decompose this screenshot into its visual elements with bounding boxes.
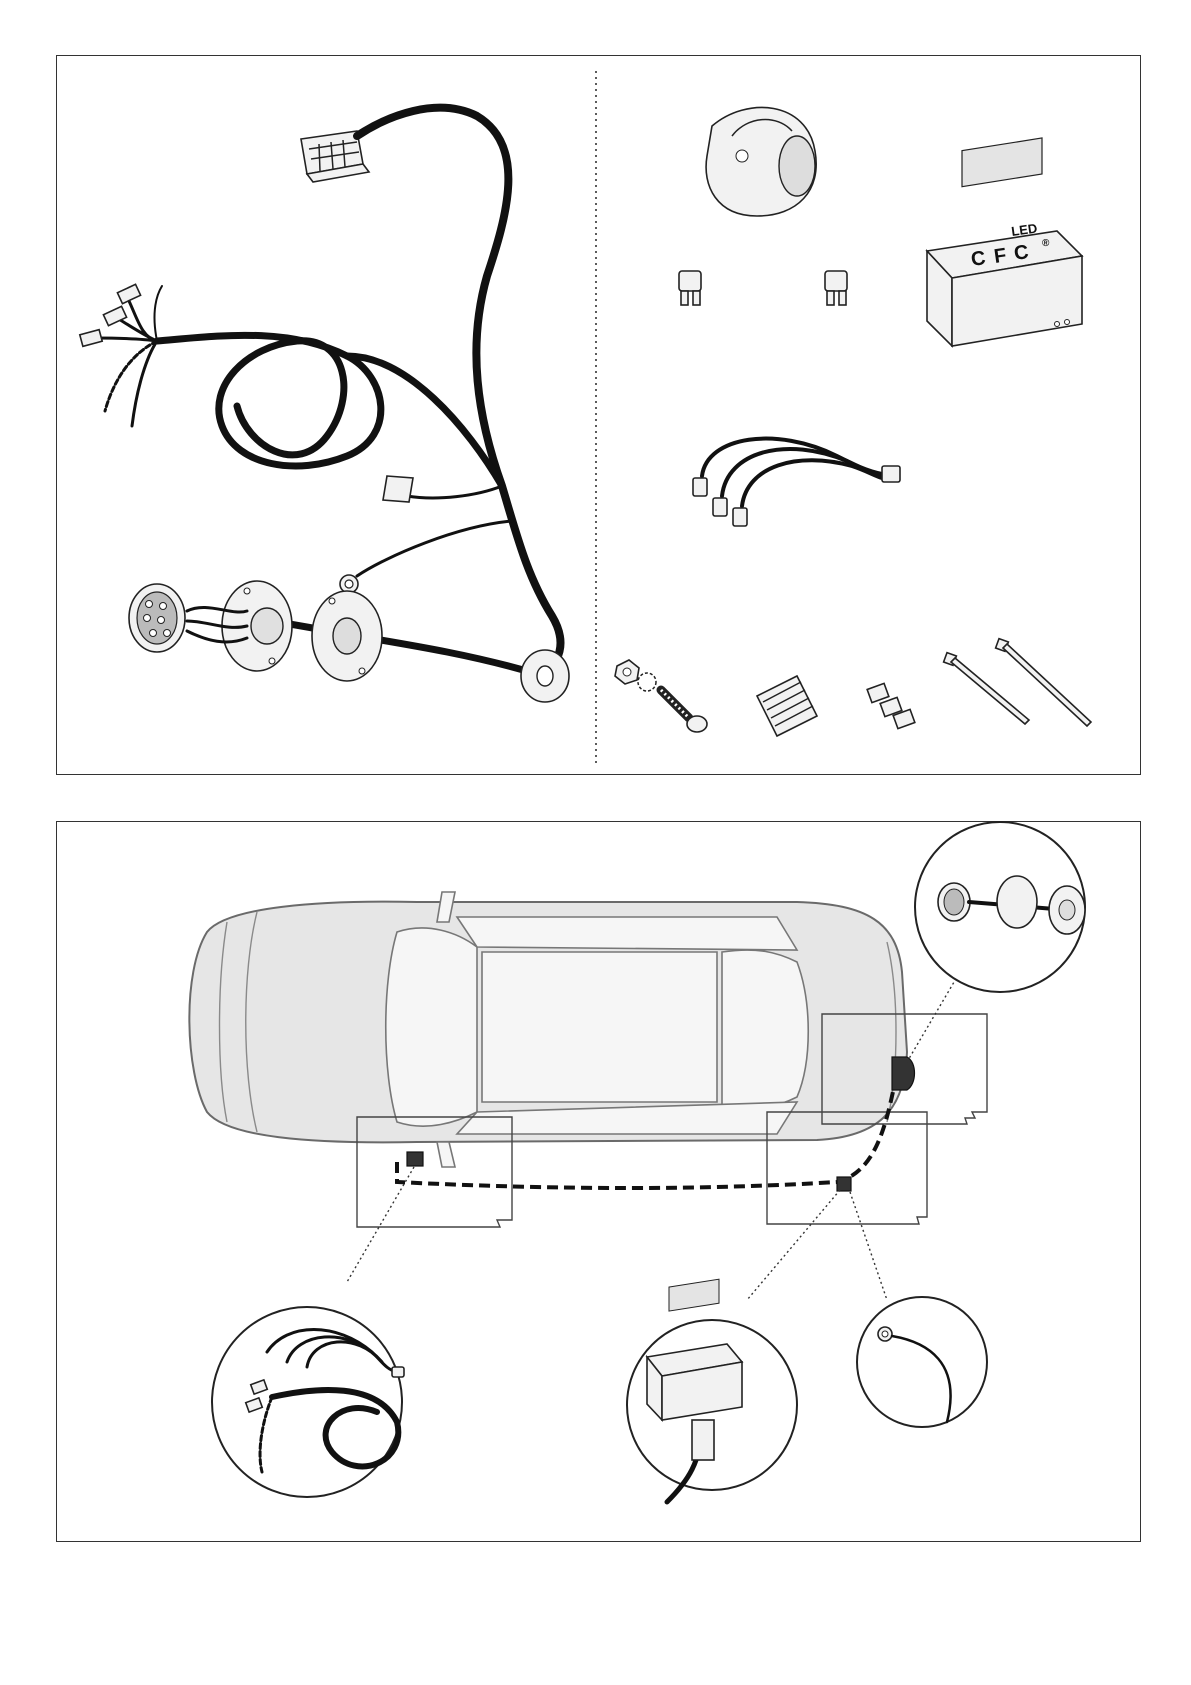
fuse-left — [679, 271, 701, 305]
zoom-ground-terminal — [857, 1297, 987, 1427]
two-pin-connector — [383, 476, 413, 502]
fuse-right — [825, 271, 847, 305]
installation-diagram-panel — [56, 821, 1141, 1542]
zoom-front-harness — [212, 1307, 404, 1497]
zoom-led-module — [627, 1279, 797, 1502]
kit-contents-drawing: LED C F C ® — [57, 56, 1142, 776]
cfc-letter-3: C — [1013, 241, 1030, 265]
cable-ties — [944, 639, 1091, 726]
socket-location — [892, 1057, 915, 1090]
mirror-bottom — [437, 1142, 455, 1167]
adhesive-pads — [757, 676, 817, 736]
kit-contents-panel: LED C F C ® — [56, 55, 1141, 775]
rear-window — [722, 950, 808, 1108]
wiring-harness — [80, 108, 569, 702]
led-control-module: LED C F C ® — [927, 138, 1082, 346]
registered-mark: ® — [1042, 238, 1050, 249]
cfc-letter-1: C — [970, 247, 987, 271]
bolt-nut-washer — [615, 660, 707, 732]
installation-drawing — [57, 822, 1142, 1543]
grommet-right — [521, 650, 569, 702]
zoom-socket — [915, 822, 1085, 992]
adapter-cable — [693, 439, 900, 526]
roof — [482, 952, 717, 1102]
wire-splice-connectors — [867, 683, 915, 728]
mounting-flange-2 — [312, 591, 382, 681]
front-connection-point — [407, 1152, 423, 1166]
socket-cover-cap — [706, 107, 816, 216]
car-top-view — [189, 892, 907, 1167]
module-location — [837, 1177, 851, 1191]
windshield — [386, 928, 477, 1126]
